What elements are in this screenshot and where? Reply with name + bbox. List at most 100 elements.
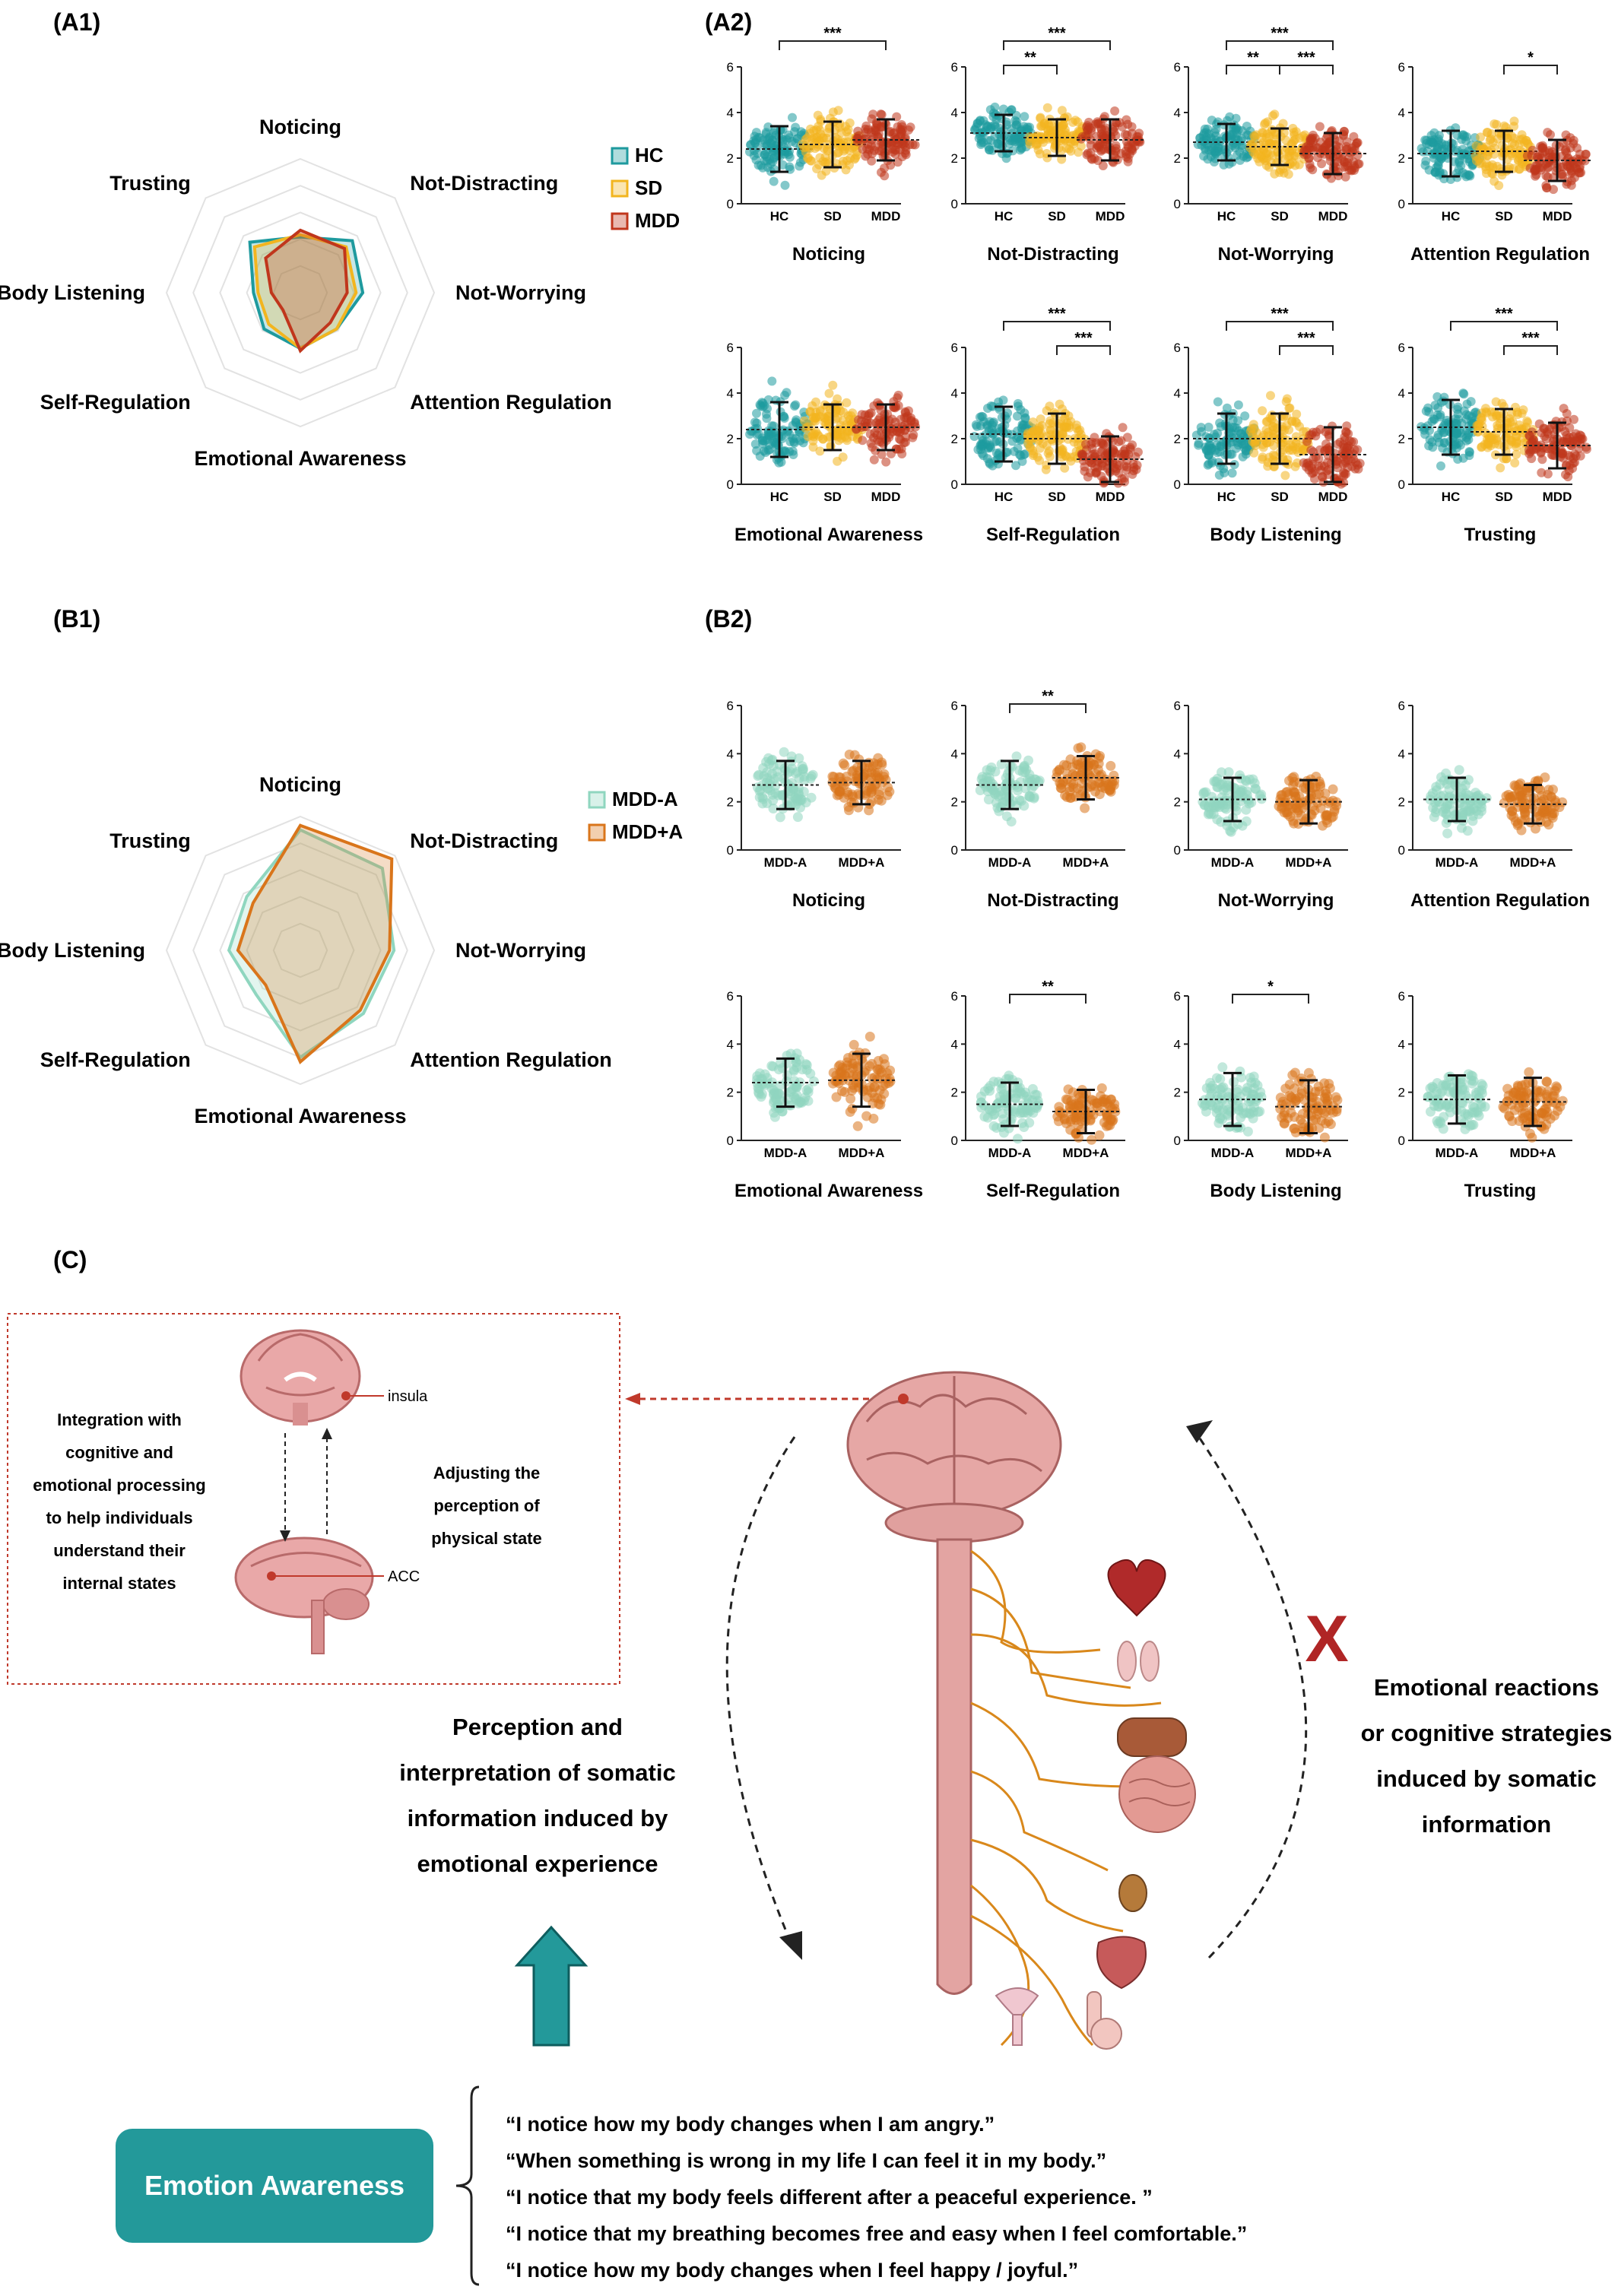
data-point xyxy=(829,772,839,782)
data-point xyxy=(1242,786,1252,797)
data-point xyxy=(1484,161,1494,171)
data-point xyxy=(1118,423,1128,433)
data-point xyxy=(750,424,760,433)
radar-series-mdd-a xyxy=(236,823,394,1064)
data-point xyxy=(868,1113,879,1124)
group-label-mdd: MDD xyxy=(1318,209,1348,224)
data-point xyxy=(1079,1093,1090,1103)
text-line: Emotional reactions xyxy=(1374,1674,1599,1701)
data-point xyxy=(786,751,797,762)
text-line: to help individuals xyxy=(46,1508,192,1527)
data-point xyxy=(1464,157,1474,166)
data-point xyxy=(1509,1105,1520,1115)
data-point xyxy=(1045,452,1055,461)
data-point xyxy=(798,764,808,775)
group-label-mdd-a: MDD-A xyxy=(1211,1146,1255,1160)
radar-grid-ring xyxy=(165,815,436,1086)
data-point xyxy=(1087,455,1096,465)
data-point xyxy=(871,770,881,781)
y-tick-label: 6 xyxy=(951,989,958,1004)
text-line: Perception and xyxy=(452,1714,623,1740)
data-point xyxy=(1248,1071,1259,1082)
data-point xyxy=(1458,130,1467,140)
subplot-title-body-listening: Body Listening xyxy=(1210,1181,1341,1201)
panel-label-a2: (A2) xyxy=(705,8,752,36)
legend-label-mdd: MDD xyxy=(635,209,680,232)
data-point xyxy=(752,408,761,418)
text-line: understand their xyxy=(53,1541,186,1560)
data-point xyxy=(806,792,817,803)
data-point xyxy=(1306,163,1315,173)
data-point xyxy=(1468,1076,1479,1086)
data-point xyxy=(1462,399,1472,409)
data-point xyxy=(1442,828,1453,839)
data-point xyxy=(812,164,822,173)
data-point xyxy=(1080,803,1090,813)
data-point xyxy=(1090,749,1101,760)
y-tick-label: 4 xyxy=(1398,386,1405,401)
data-point xyxy=(1335,437,1345,447)
data-point xyxy=(1031,432,1041,442)
y-tick-label: 2 xyxy=(727,795,734,810)
data-point xyxy=(1236,429,1246,439)
data-point xyxy=(1114,437,1124,446)
data-point xyxy=(1323,1116,1334,1127)
data-point xyxy=(1350,166,1359,175)
data-point xyxy=(847,1103,858,1114)
data-point xyxy=(1290,1083,1300,1094)
data-point xyxy=(1458,802,1469,812)
radar-axis-label-not-distracting: Not-Distracting xyxy=(410,172,558,195)
data-point xyxy=(1533,152,1543,162)
group-label-hc: HC xyxy=(995,209,1014,224)
y-tick-label: 0 xyxy=(951,843,958,858)
data-point xyxy=(833,148,842,158)
data-point xyxy=(1541,159,1551,169)
right-curved-arrow xyxy=(1192,1429,1308,1959)
data-point xyxy=(978,412,988,422)
y-tick-label: 4 xyxy=(1174,106,1181,120)
data-point xyxy=(1198,136,1207,146)
significance-bracket xyxy=(1450,321,1558,331)
subplot-title-self-regulation: Self-Regulation xyxy=(986,1181,1120,1201)
y-tick-label: 0 xyxy=(1174,1134,1181,1148)
data-point xyxy=(985,765,996,775)
data-point xyxy=(1217,1095,1227,1105)
y-tick-label: 0 xyxy=(951,477,958,492)
data-point xyxy=(1232,139,1242,149)
digestive-organs-icon xyxy=(1117,1717,1196,1833)
data-point xyxy=(1033,452,1042,462)
data-point xyxy=(1221,804,1232,814)
significance-bracket xyxy=(1279,65,1334,75)
data-point xyxy=(832,1075,842,1086)
group-label-mdd: MDD xyxy=(1543,490,1572,504)
significance-label: *** xyxy=(1297,330,1315,347)
significance-label: * xyxy=(1528,49,1534,66)
data-point xyxy=(1543,172,1553,182)
data-point xyxy=(1213,397,1223,407)
data-point xyxy=(1563,472,1573,482)
data-point xyxy=(791,1057,801,1067)
group-label-hc: HC xyxy=(1442,209,1461,224)
subplot-title-not-distracting: Not-Distracting xyxy=(987,890,1118,911)
data-point xyxy=(749,151,759,160)
data-point xyxy=(1457,810,1467,821)
data-point xyxy=(773,1064,784,1075)
significance-bracket xyxy=(1503,345,1558,355)
data-point xyxy=(1226,427,1236,437)
y-tick-label: 4 xyxy=(727,106,734,120)
significance-label: *** xyxy=(1521,330,1540,347)
data-point xyxy=(1060,463,1070,473)
data-point xyxy=(808,442,818,452)
y-tick-label: 4 xyxy=(951,106,958,120)
data-point xyxy=(1062,1095,1073,1105)
data-point xyxy=(760,156,769,166)
legend-swatch-sd xyxy=(611,179,629,198)
data-point xyxy=(1071,1129,1081,1140)
data-point xyxy=(1509,116,1519,126)
data-point xyxy=(1215,1073,1226,1084)
data-point xyxy=(803,1083,814,1094)
significance-label: ** xyxy=(1247,49,1259,66)
